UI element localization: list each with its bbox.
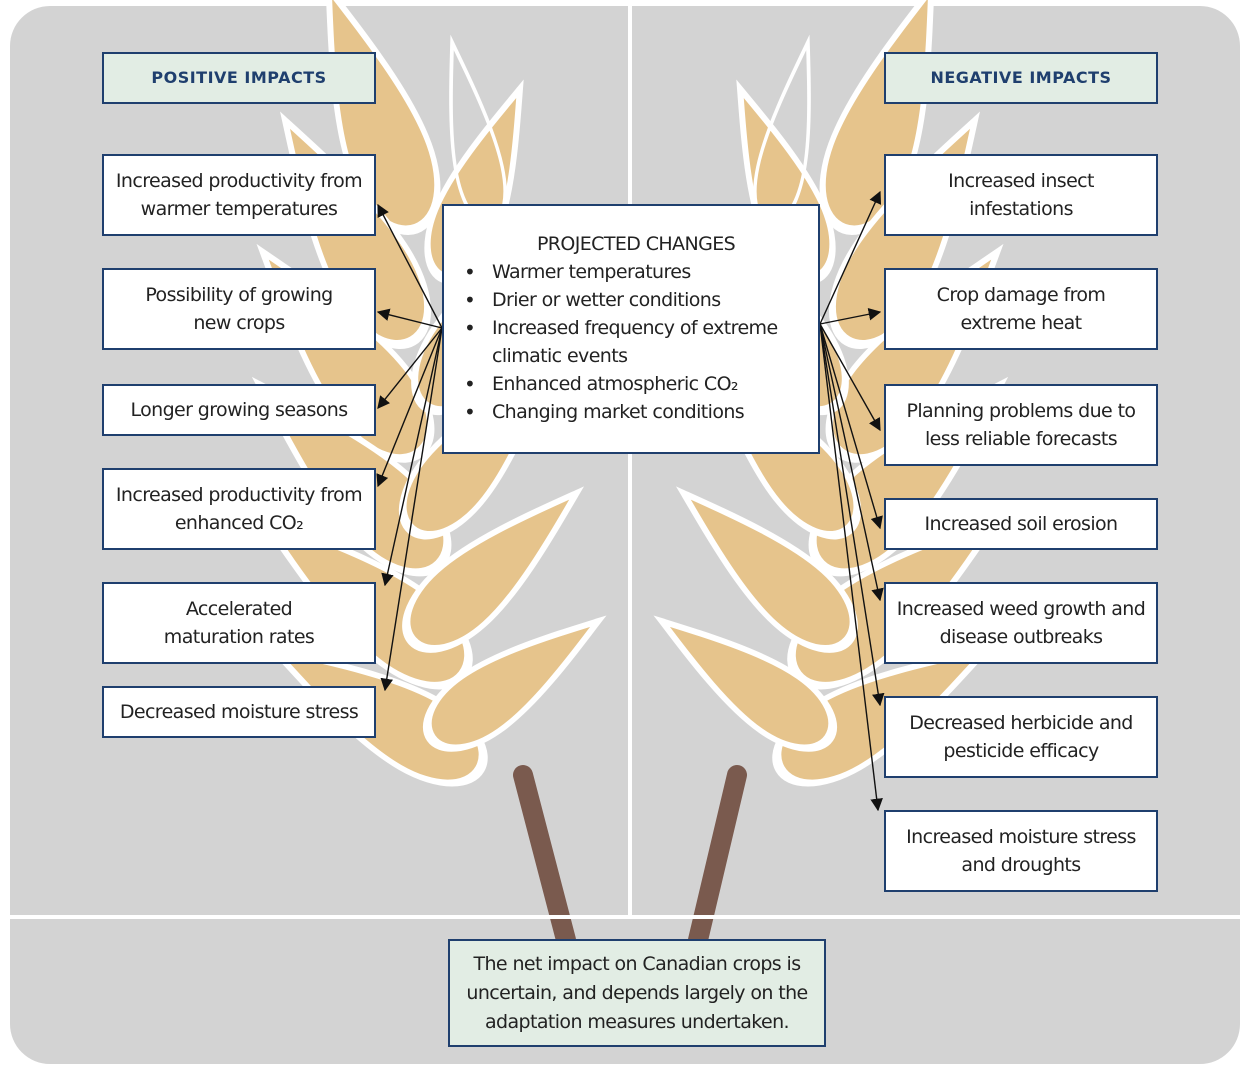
- arrow-to-negative-impact: [819, 323, 883, 530]
- grain-kernel: [402, 486, 585, 653]
- projected-changes-list: Warmer temperatures Drier or wetter cond…: [464, 258, 808, 426]
- negative-impact-box: Planning problems due to less reliable f…: [884, 384, 1158, 466]
- arrow-to-positive-impact: [381, 327, 443, 587]
- projected-change-item: Enhanced atmospheric CO₂: [464, 370, 808, 398]
- arrows-group: [376, 190, 885, 812]
- negative-impact-box: Decreased herbicide and pesticide effica…: [884, 696, 1158, 778]
- arrow-to-positive-impact: [376, 308, 443, 329]
- arrow-to-negative-impact: [819, 323, 883, 812]
- positive-impact-box: Possibility of growing new crops: [102, 268, 376, 350]
- projected-change-item: Drier or wetter conditions: [464, 286, 808, 314]
- arrow-to-negative-impact: [819, 190, 882, 325]
- arrow-to-negative-impact: [819, 323, 885, 707]
- positive-impact-box: Increased productivity from enhanced CO₂: [102, 468, 376, 550]
- arrow-to-negative-impact: [819, 323, 881, 432]
- negative-impact-box: Increased soil erosion: [884, 498, 1158, 550]
- positive-impacts-header: POSITIVE IMPACTS: [102, 52, 376, 104]
- arrow-to-positive-impact: [377, 327, 443, 409]
- stem: [688, 765, 747, 950]
- net-impact-box: The net impact on Canadian crops is unce…: [448, 939, 826, 1047]
- stem: [513, 765, 576, 950]
- positive-impact-box: Accelerated maturation rates: [102, 582, 376, 664]
- positive-impact-box: Increased productivity from warmer tempe…: [102, 154, 376, 236]
- negative-impact-box: Increased weed growth and disease outbre…: [884, 582, 1158, 664]
- projected-change-item: Changing market conditions: [464, 398, 808, 426]
- arrow-to-positive-impact: [377, 203, 443, 329]
- negative-impact-box: Increased moisture stress and droughts: [884, 810, 1158, 892]
- negative-impacts-header: NEGATIVE IMPACTS: [884, 52, 1158, 104]
- arrow-to-positive-impact: [376, 327, 443, 488]
- grain-kernel: [675, 486, 858, 653]
- arrow-to-negative-impact: [819, 323, 884, 602]
- positive-impact-box: Decreased moisture stress: [102, 686, 376, 738]
- projected-changes-box: PROJECTED CHANGES Warmer temperatures Dr…: [442, 204, 820, 454]
- negative-impact-box: Increased insect infestations: [884, 154, 1158, 236]
- arrow-to-positive-impact: [380, 327, 443, 692]
- projected-change-item: Increased frequency of extreme climatic …: [464, 314, 808, 370]
- grain-kernel: [422, 615, 607, 752]
- projected-change-item: Warmer temperatures: [464, 258, 808, 286]
- positive-impact-box: Longer growing seasons: [102, 384, 376, 436]
- projected-changes-title: PROJECTED CHANGES: [536, 233, 736, 255]
- grain-kernel: [653, 615, 838, 752]
- arrow-to-negative-impact: [819, 308, 882, 325]
- negative-impact-box: Crop damage from extreme heat: [884, 268, 1158, 350]
